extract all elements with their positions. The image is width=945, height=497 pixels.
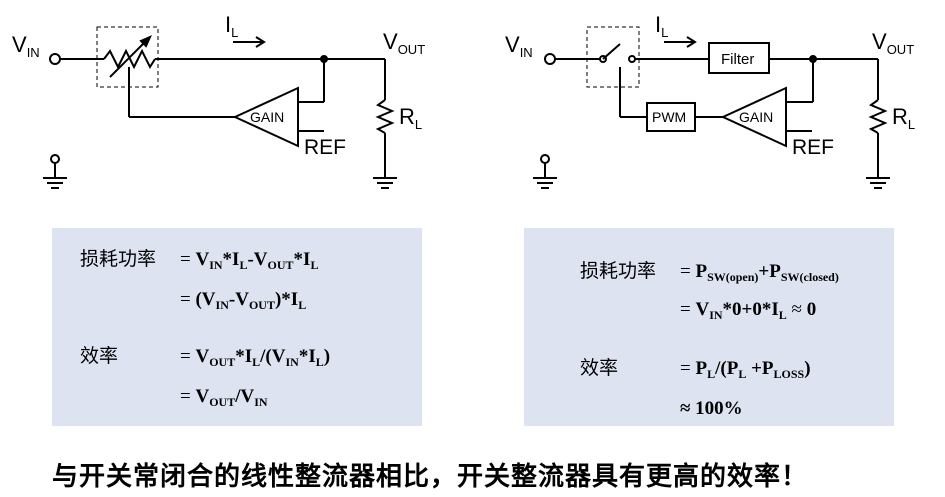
vin-subscript: IN <box>520 45 533 60</box>
loss-label: 损耗功率 <box>80 249 157 270</box>
ref-label: REF <box>792 136 834 159</box>
efficiency-equation-line2: ≈ 100% <box>680 398 743 419</box>
ground-icon <box>533 154 557 189</box>
efficiency-equation-line2: = VOUT/VIN <box>180 386 268 409</box>
svg-text:IL: IL <box>225 12 238 40</box>
load-resistor <box>868 99 888 134</box>
ref-label: REF <box>304 136 346 159</box>
variable-resistor <box>103 48 156 70</box>
pwm-label: PWM <box>652 109 686 125</box>
loss-equation-line1: = PSW(open)+PSW(closed) <box>680 261 839 284</box>
gain-label: GAIN <box>739 109 773 125</box>
ground-icon <box>43 154 67 189</box>
gain-amplifier <box>232 86 299 148</box>
vin-label: V <box>12 32 27 57</box>
svg-text:VIN: VIN <box>505 32 533 60</box>
il-label: I <box>225 12 231 37</box>
filter-label: Filter <box>721 51 754 68</box>
rl-label: R <box>892 104 908 129</box>
load-resistor <box>375 99 395 134</box>
vout-label: V <box>383 29 398 54</box>
efficiency-label: 效率 <box>80 346 119 367</box>
svg-text:VOUT: VOUT <box>872 29 914 57</box>
il-label: I <box>655 12 661 37</box>
gain-label: GAIN <box>250 109 284 125</box>
efficiency-equation-line1: = VOUT*IL/(VIN*IL) <box>180 346 331 369</box>
rl-subscript: L <box>908 117 915 132</box>
loss-equation-line2: = VIN*0+0*IL ≈ 0 <box>680 299 817 322</box>
il-subscript: L <box>231 25 238 40</box>
loss-equation-line1: = VIN*IL-VOUT*IL <box>180 249 319 272</box>
loss-label: 损耗功率 <box>580 261 657 282</box>
svg-text:VIN: VIN <box>12 32 40 60</box>
linear-regulator-circuit <box>49 35 397 189</box>
vout-subscript: OUT <box>398 42 426 57</box>
efficiency-label: 效率 <box>580 358 619 379</box>
rl-subscript: L <box>415 117 422 132</box>
caption: 与开关常闭合的线性整流器相比，开关整流器具有更高的效率！ <box>52 462 809 491</box>
linear-equation-panel <box>52 228 422 426</box>
vin-label: V <box>505 32 520 57</box>
svg-text:VOUT: VOUT <box>383 29 425 57</box>
vout-subscript: OUT <box>887 42 915 57</box>
gain-amplifier <box>720 86 787 148</box>
il-subscript: L <box>661 25 668 40</box>
vin-subscript: IN <box>27 45 40 60</box>
svg-text:RL: RL <box>399 104 422 132</box>
vout-label: V <box>872 29 887 54</box>
vin-terminal <box>49 53 61 65</box>
pass-element-dashed-box <box>96 26 159 88</box>
switching-equation-panel <box>524 228 894 426</box>
svg-text:RL: RL <box>892 104 915 132</box>
svg-text:IL: IL <box>655 12 668 40</box>
regulator-diagrams: VIN IL VOUT RL GAIN REF <box>12 12 915 189</box>
rl-label: R <box>399 104 415 129</box>
loss-equation-line2: = (VIN-VOUT)*IL <box>180 289 307 312</box>
switching-regulator-circuit <box>544 36 890 189</box>
efficiency-equation-line1: = PL/(PL +PLOSS) <box>680 358 811 381</box>
switch <box>602 43 621 60</box>
vin-terminal <box>544 53 556 65</box>
